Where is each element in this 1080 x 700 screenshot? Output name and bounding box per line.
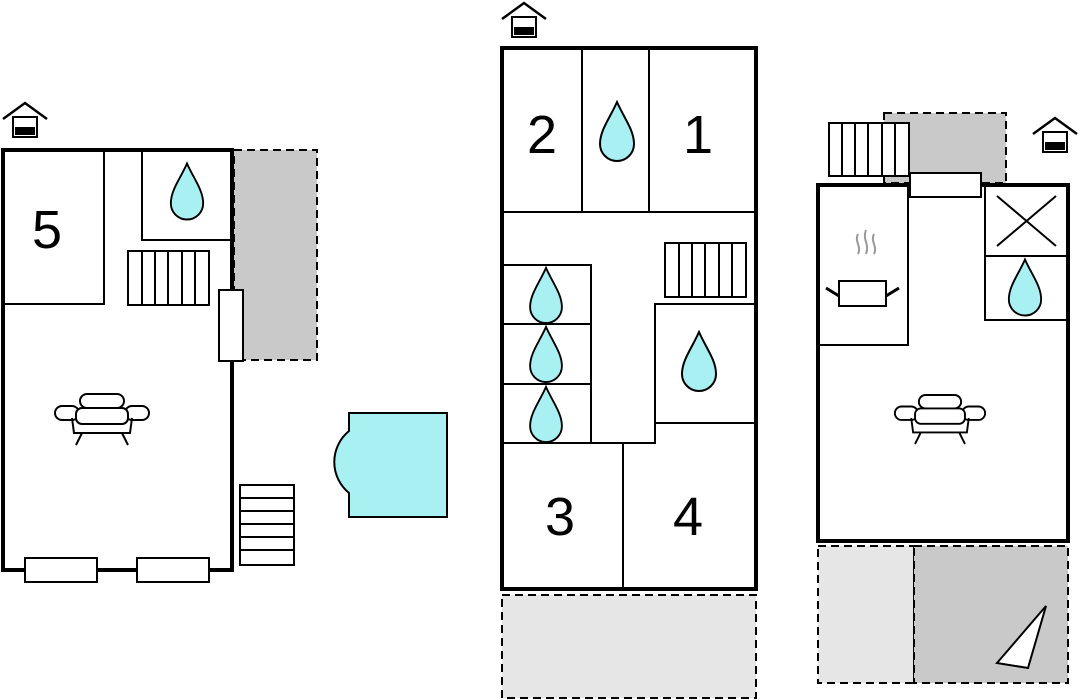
- middle-building: 2 1 3 4: [500, 1, 758, 699]
- house-icon: [1031, 116, 1079, 154]
- cooking-pot-icon: [825, 229, 900, 307]
- room-3-label: 3: [545, 487, 575, 547]
- corner-triangle-icon: [995, 605, 1047, 670]
- water-drop-icon: [681, 331, 717, 392]
- water-drop-icon: [1007, 258, 1043, 317]
- house-icon: [1, 101, 49, 139]
- stairs-icon: [664, 242, 747, 298]
- kitchen: [817, 184, 909, 346]
- house-icon: [500, 1, 548, 39]
- sofa-icon: [893, 394, 987, 445]
- terrace-middle: [501, 594, 757, 699]
- water-drop-icon: [599, 101, 635, 162]
- left-building: 5: [1, 101, 318, 583]
- right-outer-wall: [816, 183, 1070, 543]
- bathroom-middle: [654, 303, 757, 424]
- window-right-top: [909, 172, 982, 198]
- water-drop-icon: [529, 266, 563, 324]
- terrace-bottom-light: [817, 545, 915, 684]
- water-drop-icon: [529, 385, 563, 443]
- sofa-icon: [54, 393, 150, 446]
- room-5-label: 5: [32, 200, 62, 260]
- room-2-label: 2: [527, 105, 557, 165]
- stairs-icon: [828, 122, 910, 177]
- storage-cross-icon: [996, 195, 1057, 247]
- room-1-label: 1: [683, 105, 713, 165]
- pool-icon: [333, 412, 448, 518]
- stairs-icon: [239, 484, 295, 566]
- room-5-box: [2, 149, 105, 305]
- stairs-icon: [127, 250, 210, 306]
- storage-column: [984, 184, 1069, 321]
- terrace-bottom-dark: [913, 545, 1069, 684]
- water-drop-icon: [169, 162, 205, 221]
- room-4-label: 4: [673, 487, 703, 547]
- terrace-left: [233, 149, 318, 361]
- window-left-2: [136, 557, 210, 583]
- door-left: [218, 289, 244, 362]
- bathroom-left: [141, 149, 233, 241]
- water-drop-icon: [529, 325, 563, 383]
- window-left-1: [24, 557, 98, 583]
- right-building: [816, 112, 1079, 684]
